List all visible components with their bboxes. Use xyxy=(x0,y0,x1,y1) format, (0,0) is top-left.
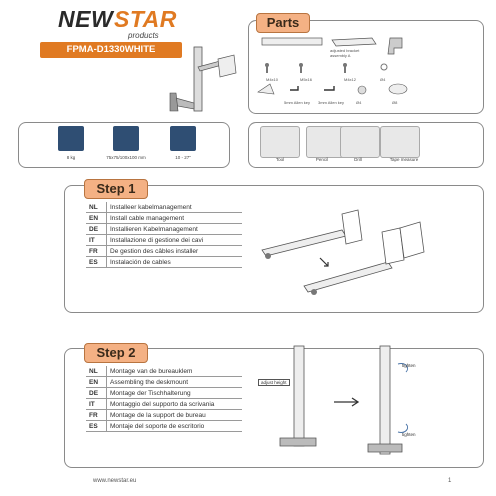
part-label-key-2: 3mm Allen key xyxy=(318,100,345,105)
model-number: FPMA-D1330WHITE xyxy=(40,42,182,58)
step-2-title: Step 2 xyxy=(84,343,148,363)
tool-label-tape-measure: Tape measure xyxy=(389,157,419,162)
annotation-tighten-2: tighten xyxy=(402,432,416,437)
tool-label-tool: Tool xyxy=(275,157,285,162)
part-label-bracket: adjusted bracket assembly A xyxy=(330,48,360,58)
step-2-illustration xyxy=(279,345,409,455)
drill-icon xyxy=(340,126,380,158)
pencil-icon xyxy=(306,126,346,158)
part-label-washer-3: Ø8 xyxy=(392,100,398,105)
screen-size-icon xyxy=(170,126,196,151)
spec-vesa: 75x75/100x100 mm xyxy=(106,155,146,160)
tool-label-drill: Drill xyxy=(354,157,362,162)
product-illustration xyxy=(169,46,237,112)
tape-measure-icon xyxy=(380,126,420,158)
annotation-tighten-1: tighten xyxy=(402,363,416,368)
spec-weight: 8 kg xyxy=(66,155,76,160)
brand-name-part-2: STAR xyxy=(114,6,177,32)
parts-drawing xyxy=(257,37,408,95)
brand-logo: NEW STAR products xyxy=(58,6,176,40)
vesa-icon xyxy=(113,126,139,151)
footer-url[interactable]: www.newstar.eu xyxy=(93,478,137,484)
part-label-screw-2: M5x16 xyxy=(300,77,313,82)
tool-label-pencil: Pencil xyxy=(315,157,329,162)
step-1-title: Step 1 xyxy=(84,179,148,199)
part-label-screw-3: M4x12 xyxy=(344,77,357,82)
spec-screen-size: 10 - 27" xyxy=(175,155,191,160)
brand-name-part-1: NEW xyxy=(58,6,114,32)
part-label-washer-1: Ø4 xyxy=(380,77,386,82)
brand-subtitle: products xyxy=(128,31,159,40)
step-1-illustration xyxy=(261,209,425,295)
page-number: 1 xyxy=(448,478,452,484)
part-label-screw-1: M4x10 xyxy=(266,77,279,82)
screwdriver-icon xyxy=(260,126,300,158)
part-label-key-1: 5mm Allen key xyxy=(284,100,311,105)
weight-icon xyxy=(58,126,84,151)
annotation-adjust-height: adjust height xyxy=(258,379,290,386)
part-label-washer-2: Ø4 xyxy=(356,100,362,105)
parts-panel xyxy=(248,20,484,114)
parts-title: Parts xyxy=(256,13,310,33)
